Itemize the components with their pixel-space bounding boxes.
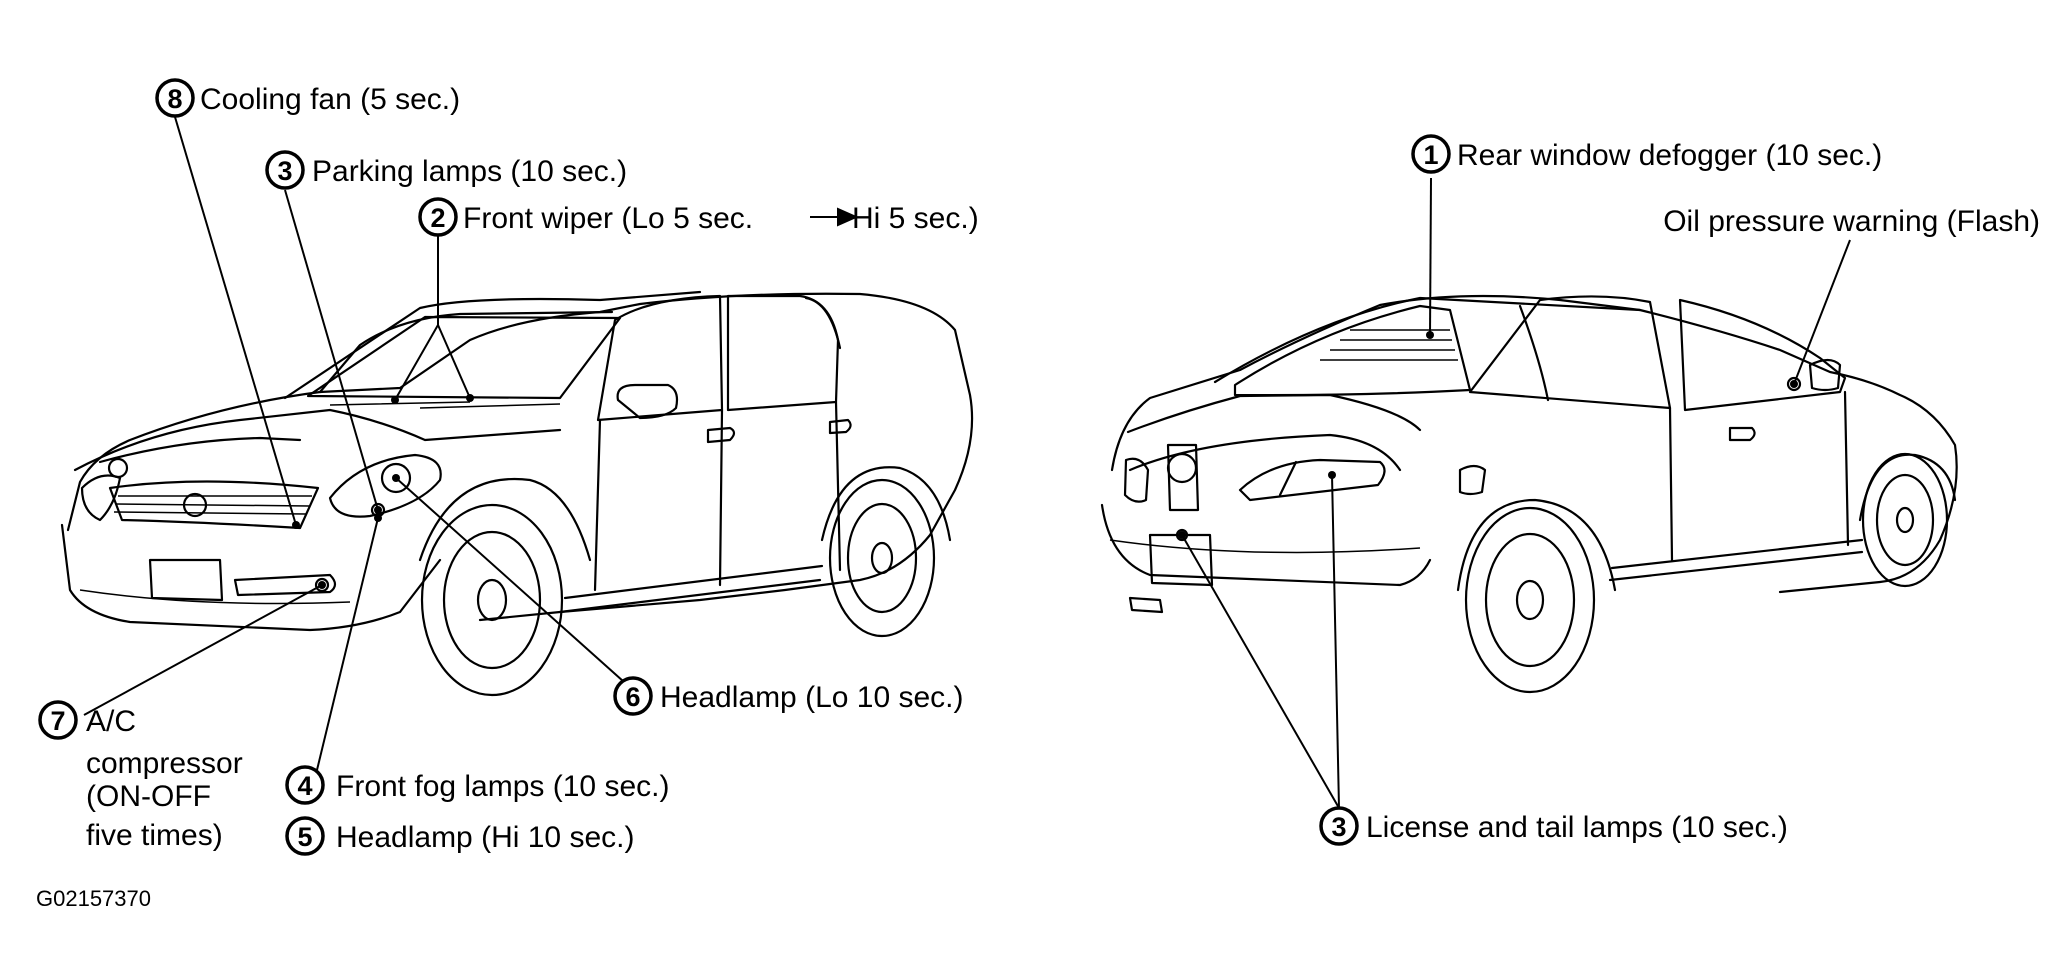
callout-parking-lamps: 3 Parking lamps (10 sec.): [265, 150, 627, 190]
callout-label-line: (ON-OFF: [86, 780, 211, 813]
callout-number-badge: [38, 700, 78, 740]
arrow-right-icon: [810, 207, 859, 227]
callout-number: 1: [1423, 140, 1438, 170]
callout-number: 4: [297, 771, 312, 801]
callout-label-end: Hi 5 sec.): [852, 202, 979, 235]
figure-code: G02157370: [36, 886, 151, 911]
callout-number-badge: [285, 816, 325, 856]
leader-lines: [83, 116, 1851, 809]
callout-number-badge: [1319, 806, 1359, 846]
callout-label: Headlamp (Lo 10 sec.): [660, 681, 964, 714]
callout-headlamp-lo: 6 Headlamp (Lo 10 sec.): [613, 676, 964, 716]
rear-car-illustration: [1100, 294, 1958, 694]
callout-front-fog-lamps: 4 Front fog lamps (10 sec.): [285, 765, 669, 805]
callout-oil-pressure-warning: Oil pressure warning (Flash): [1663, 205, 2040, 238]
callout-label: Cooling fan (5 sec.): [200, 83, 460, 116]
callout-number: 6: [625, 682, 640, 712]
callout-number-badge: [285, 765, 325, 805]
callout-label: Headlamp (Hi 10 sec.): [336, 821, 634, 854]
callout-number-badge: [613, 676, 653, 716]
callout-label: Front wiper (Lo 5 sec.: [463, 202, 753, 235]
callout-number-badge: [418, 197, 458, 237]
callout-number: 2: [430, 203, 445, 233]
callout-number-badge: [155, 78, 195, 118]
callout-label: Rear window defogger (10 sec.): [1457, 139, 1882, 172]
callout-label-line: compressor: [86, 747, 243, 780]
callout-number: 3: [277, 156, 292, 186]
callout-number-badge: [1411, 134, 1451, 174]
callout-label: Parking lamps (10 sec.): [312, 155, 627, 188]
callout-number: 7: [50, 706, 65, 736]
callout-number-badge: [265, 150, 305, 190]
callout-label: Front fog lamps (10 sec.): [336, 770, 669, 803]
callout-cooling-fan: 8 Cooling fan (5 sec.): [155, 78, 460, 118]
callout-label-line: five times): [86, 819, 223, 852]
callout-rear-window-defogger: 1 Rear window defogger (10 sec.): [1411, 134, 1882, 174]
callout-front-wiper: 2 Front wiper (Lo 5 sec. Hi 5 sec.): [418, 197, 979, 237]
front-car-illustration: [60, 290, 974, 697]
callout-license-tail-lamps: 3 License and tail lamps (10 sec.): [1319, 806, 1788, 846]
callout-label-line: A/C: [86, 705, 136, 738]
callout-label: Oil pressure warning (Flash): [1663, 205, 2040, 238]
callout-number: 5: [297, 822, 312, 852]
callout-label: License and tail lamps (10 sec.): [1366, 811, 1788, 844]
callout-number: 8: [167, 84, 182, 114]
callout-number: 3: [1331, 812, 1346, 842]
callout-headlamp-hi: 5 Headlamp (Hi 10 sec.): [285, 816, 634, 856]
callout-ac-compressor: 7 A/C compressor (ON-OFF five times): [38, 700, 243, 852]
